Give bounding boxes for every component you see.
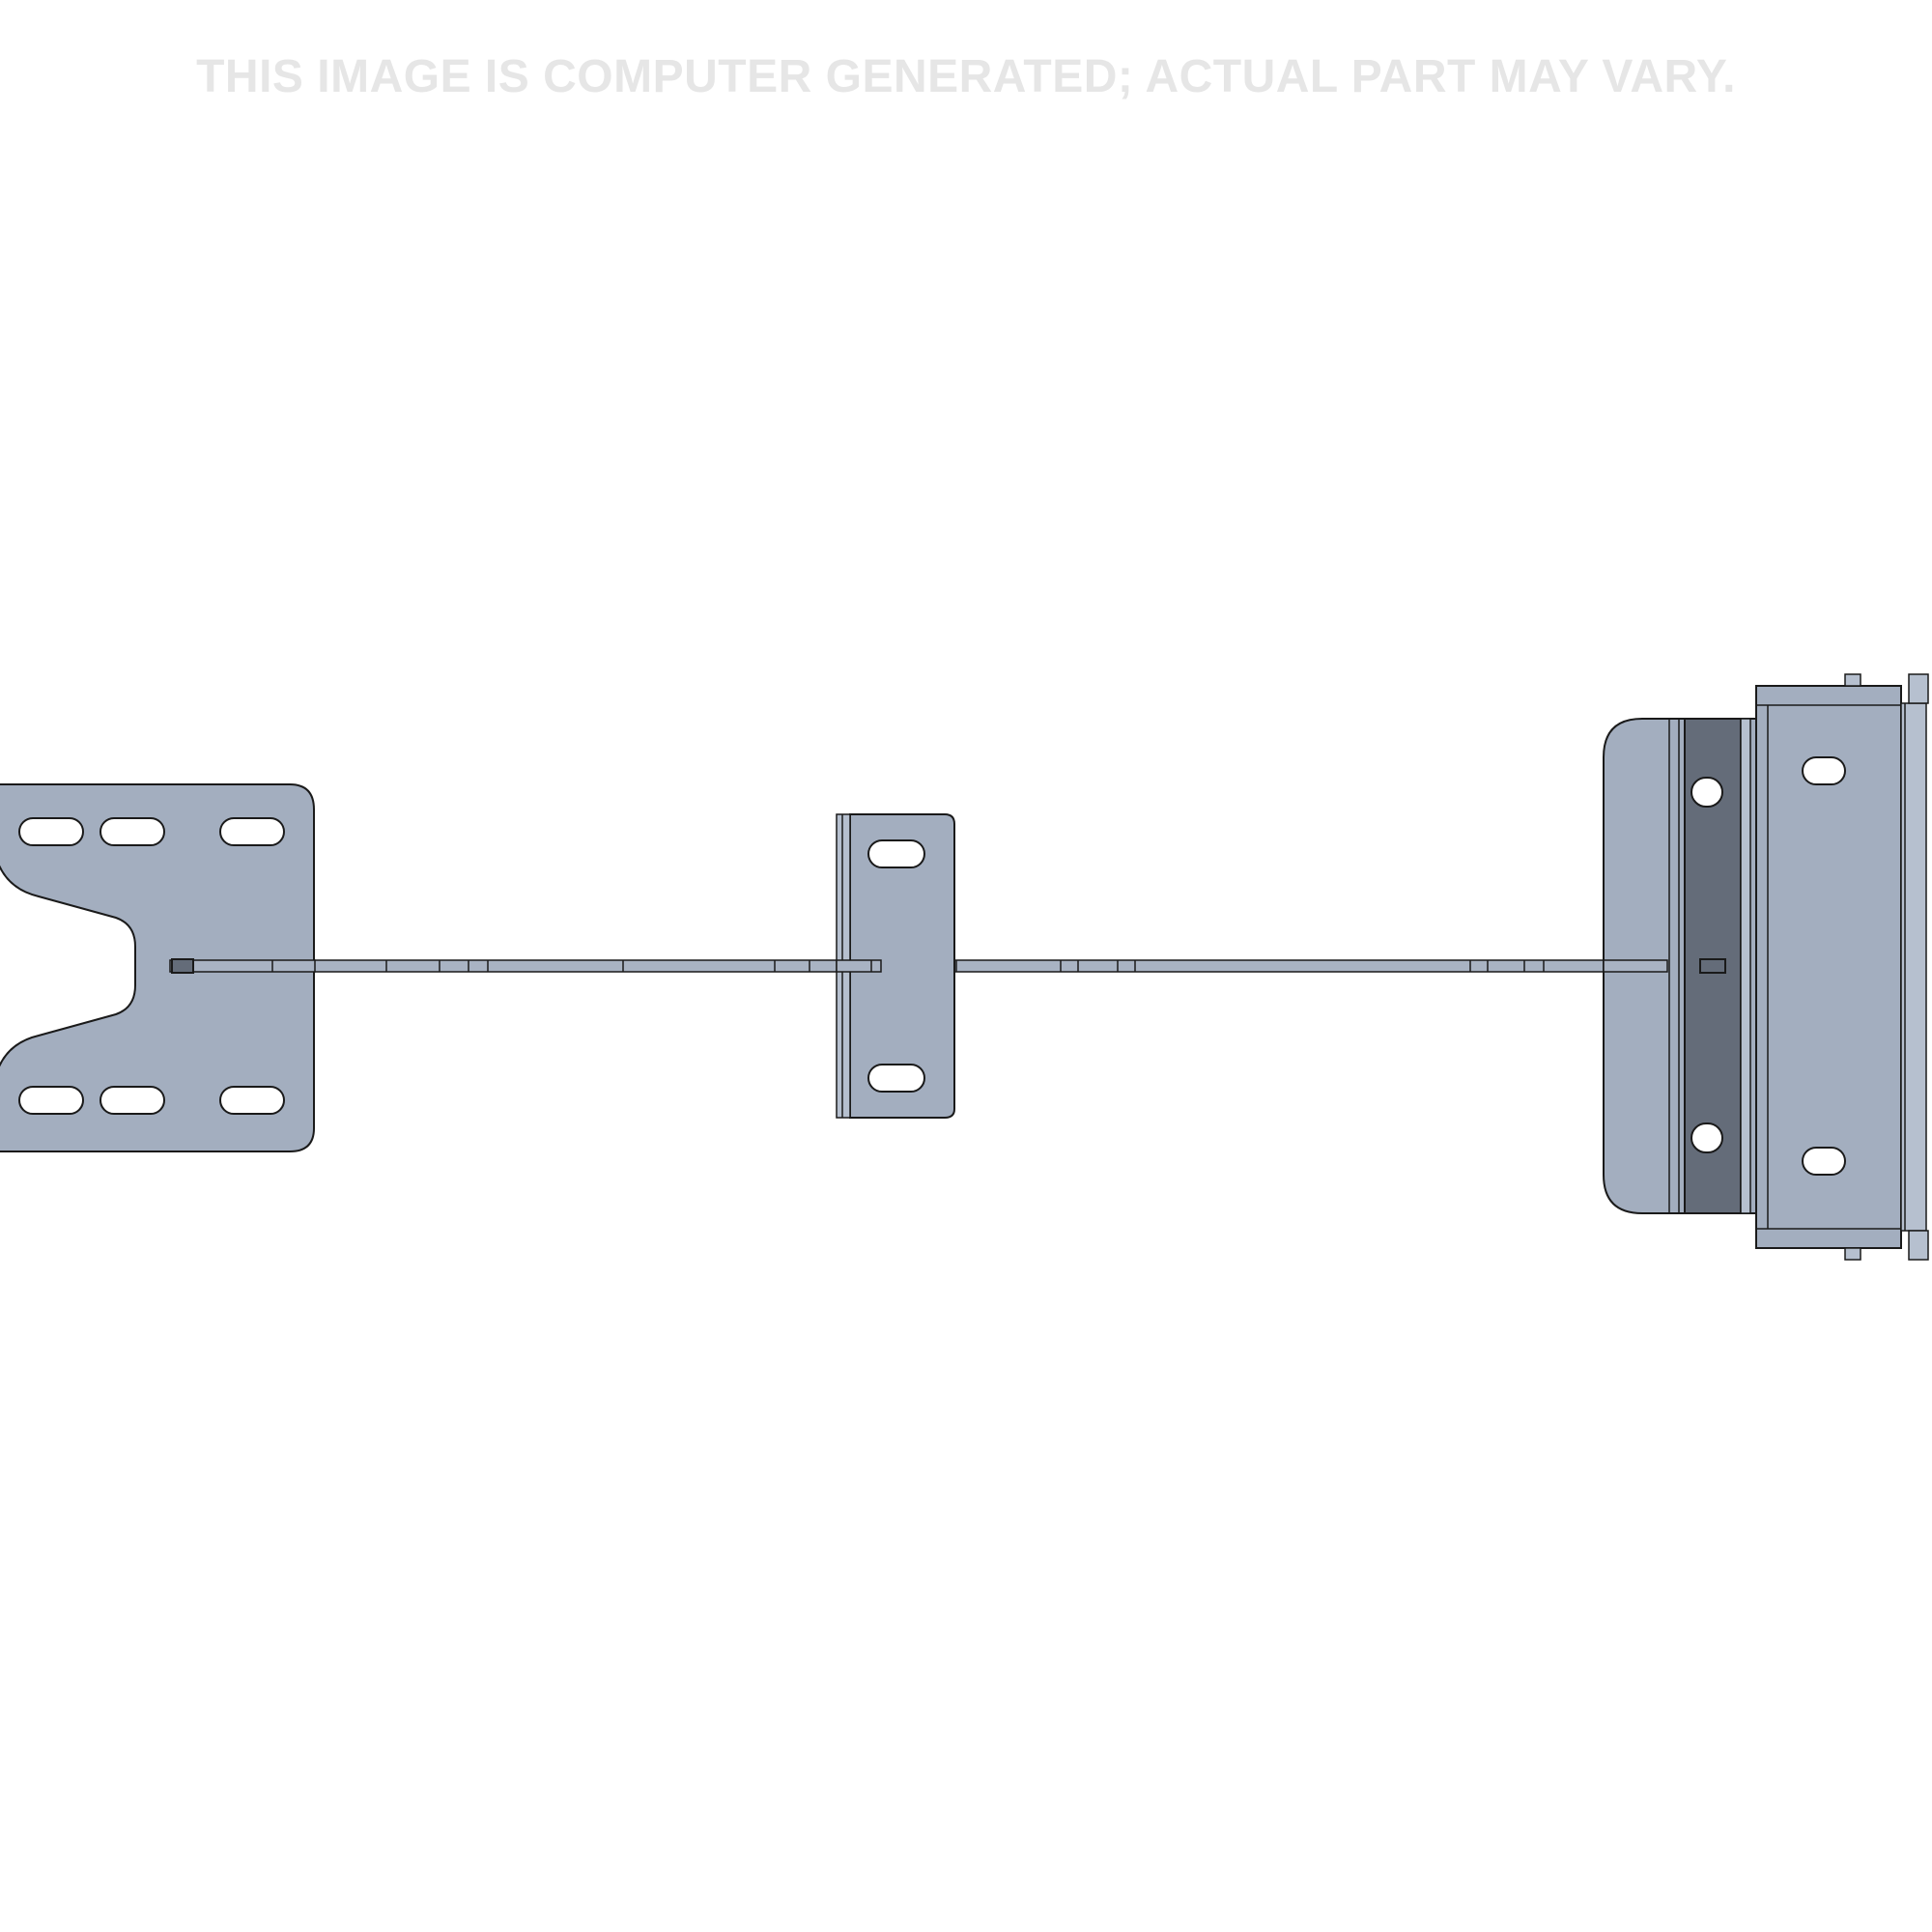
slot-top-2: [99, 817, 165, 846]
housing-hole-right-top: [1802, 756, 1846, 785]
slot-bottom-1: [18, 1086, 84, 1115]
left-mounting-plate: [0, 783, 316, 1152]
bracket-slot-bottom: [867, 1064, 925, 1093]
center-bracket: [836, 813, 955, 1119]
slot-bottom-2: [99, 1086, 165, 1115]
slot-top-1: [18, 817, 84, 846]
bracket-slot-top: [867, 839, 925, 868]
housing-clip-top: [1908, 673, 1929, 704]
housing-tab-bottom: [1844, 1247, 1861, 1261]
slot-bottom-3: [219, 1086, 285, 1115]
housing-hole-left-bottom: [1690, 1122, 1723, 1153]
housing-hole-left-top: [1690, 777, 1723, 808]
right-housing: [1603, 673, 1929, 1261]
left-plate-body: [0, 783, 315, 1152]
housing-tab-top: [1844, 673, 1861, 687]
slot-top-3: [219, 817, 285, 846]
housing-hole-right-bottom: [1802, 1147, 1846, 1176]
bracket-body: [849, 813, 955, 1119]
disclaimer-watermark: THIS IMAGE IS COMPUTER GENERATED; ACTUAL…: [196, 51, 1736, 102]
housing-clip-bottom: [1908, 1230, 1929, 1261]
